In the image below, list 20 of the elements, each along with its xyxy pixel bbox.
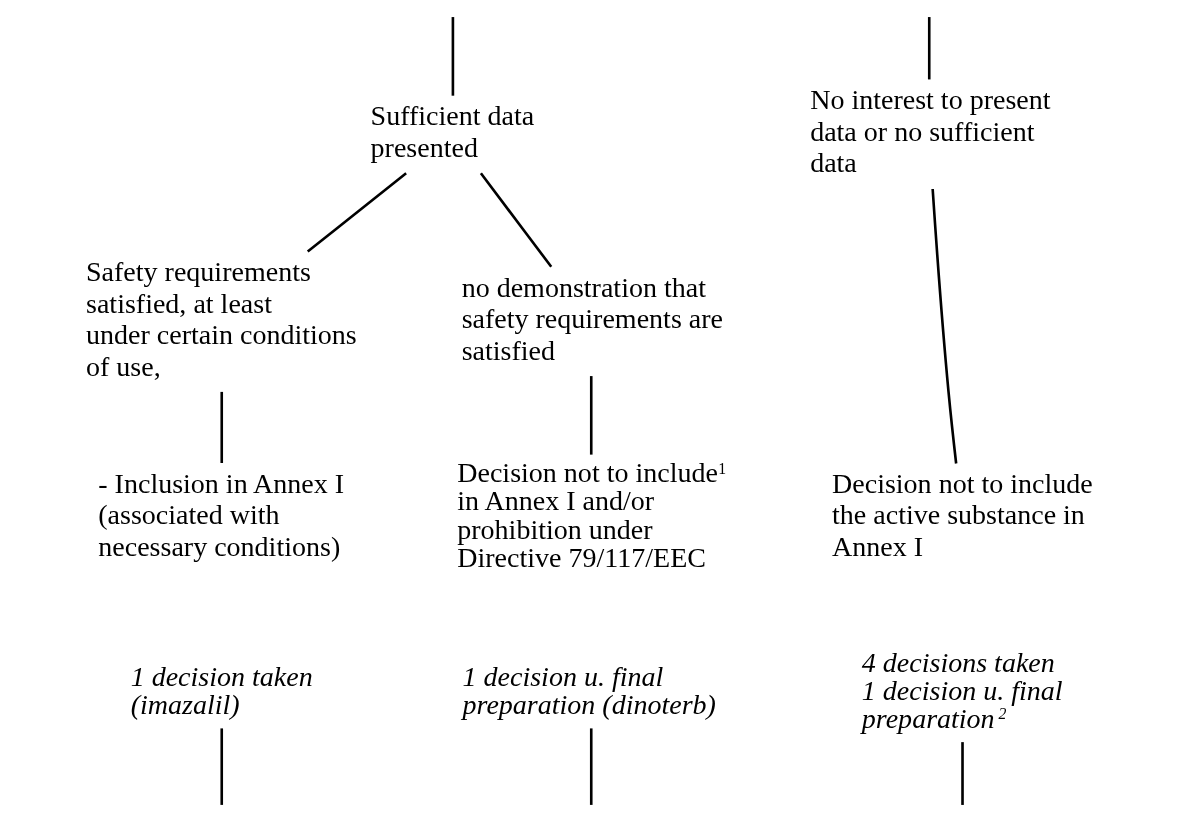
connector bbox=[589, 728, 593, 805]
node-text: Sufficient data presented bbox=[370, 100, 535, 163]
connector bbox=[451, 17, 455, 96]
connector bbox=[220, 728, 224, 805]
connector bbox=[220, 391, 224, 463]
node-text: - Inclusion in Annex I (associated with necessary conditions) bbox=[98, 467, 345, 562]
node-text: 4 decisions taken 1 decision u. final preparation$^{2}$ bbox=[861, 646, 1063, 734]
connector bbox=[589, 376, 593, 455]
node-text: Decision not to include$^{1}$ in Annex I and/or prohibition under Directive 79/117/EEC bbox=[457, 457, 727, 573]
node-text: No interest to present data or no sufficient data bbox=[810, 84, 1051, 179]
node-text: 1 decision taken (imazalil) bbox=[130, 660, 313, 720]
connector bbox=[931, 188, 958, 464]
node-text: no demonstration that safety requirements are satisfied bbox=[461, 271, 724, 366]
connector bbox=[306, 172, 407, 253]
node-text: Safety requirements satisfied, at least under certain conditions of use, bbox=[86, 256, 357, 382]
node-text: 1 decision u. final preparation (dinoterb) bbox=[462, 660, 716, 720]
connector bbox=[479, 172, 553, 268]
connector bbox=[927, 17, 931, 80]
connector bbox=[961, 742, 964, 805]
node-text: Decision not to include the active substance in Annex I bbox=[832, 467, 1093, 562]
